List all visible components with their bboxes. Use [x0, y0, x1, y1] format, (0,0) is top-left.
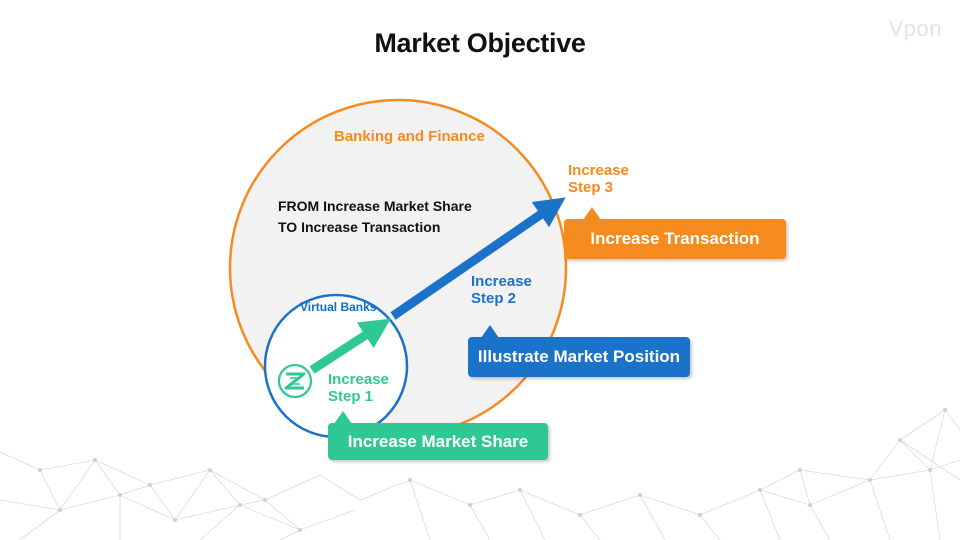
- step-3-label-line1: Increase: [568, 162, 629, 179]
- banking-finance-label: Banking and Finance: [334, 128, 485, 145]
- page-title: Market Objective: [374, 28, 586, 58]
- vpon-logo: Vpon: [888, 16, 942, 41]
- strategy-to-text: TO Increase Transaction: [278, 219, 441, 235]
- step-2-label-line1: Increase: [471, 273, 532, 290]
- callout-market-share-text: Increase Market Share: [347, 432, 529, 451]
- step-3-label: Increase Step 3: [568, 162, 629, 196]
- strategy-from-text: FROM Increase Market Share: [278, 198, 472, 214]
- callout-market-position-text: Illustrate Market Position: [477, 347, 681, 366]
- callout-increase-transaction-text: Increase Transaction: [590, 229, 760, 248]
- step-2-label-line2: Step 2: [471, 290, 517, 307]
- growth-arrow-green: [309, 318, 391, 374]
- callout-increase-transaction: Increase Transaction: [564, 207, 786, 259]
- virtual-banks-label: Virtual Banks: [300, 300, 377, 314]
- callout-pointer: [481, 325, 499, 338]
- virtual-bank-logo-icon: [277, 363, 313, 399]
- growth-arrow-blue: [390, 197, 566, 320]
- step-3-label-line2: Step 3: [568, 179, 614, 196]
- callout-market-position: Illustrate Market Position: [468, 325, 690, 377]
- step-1-label-line1: Increase: [328, 371, 389, 388]
- step-1-label: Increase Step 1: [328, 371, 389, 405]
- callout-pointer: [583, 207, 601, 220]
- callout-market-share: Increase Market Share: [328, 411, 548, 460]
- step-1-label-line2: Step 1: [328, 388, 374, 405]
- step-2-label: Increase Step 2: [471, 273, 532, 307]
- callout-pointer: [334, 411, 352, 424]
